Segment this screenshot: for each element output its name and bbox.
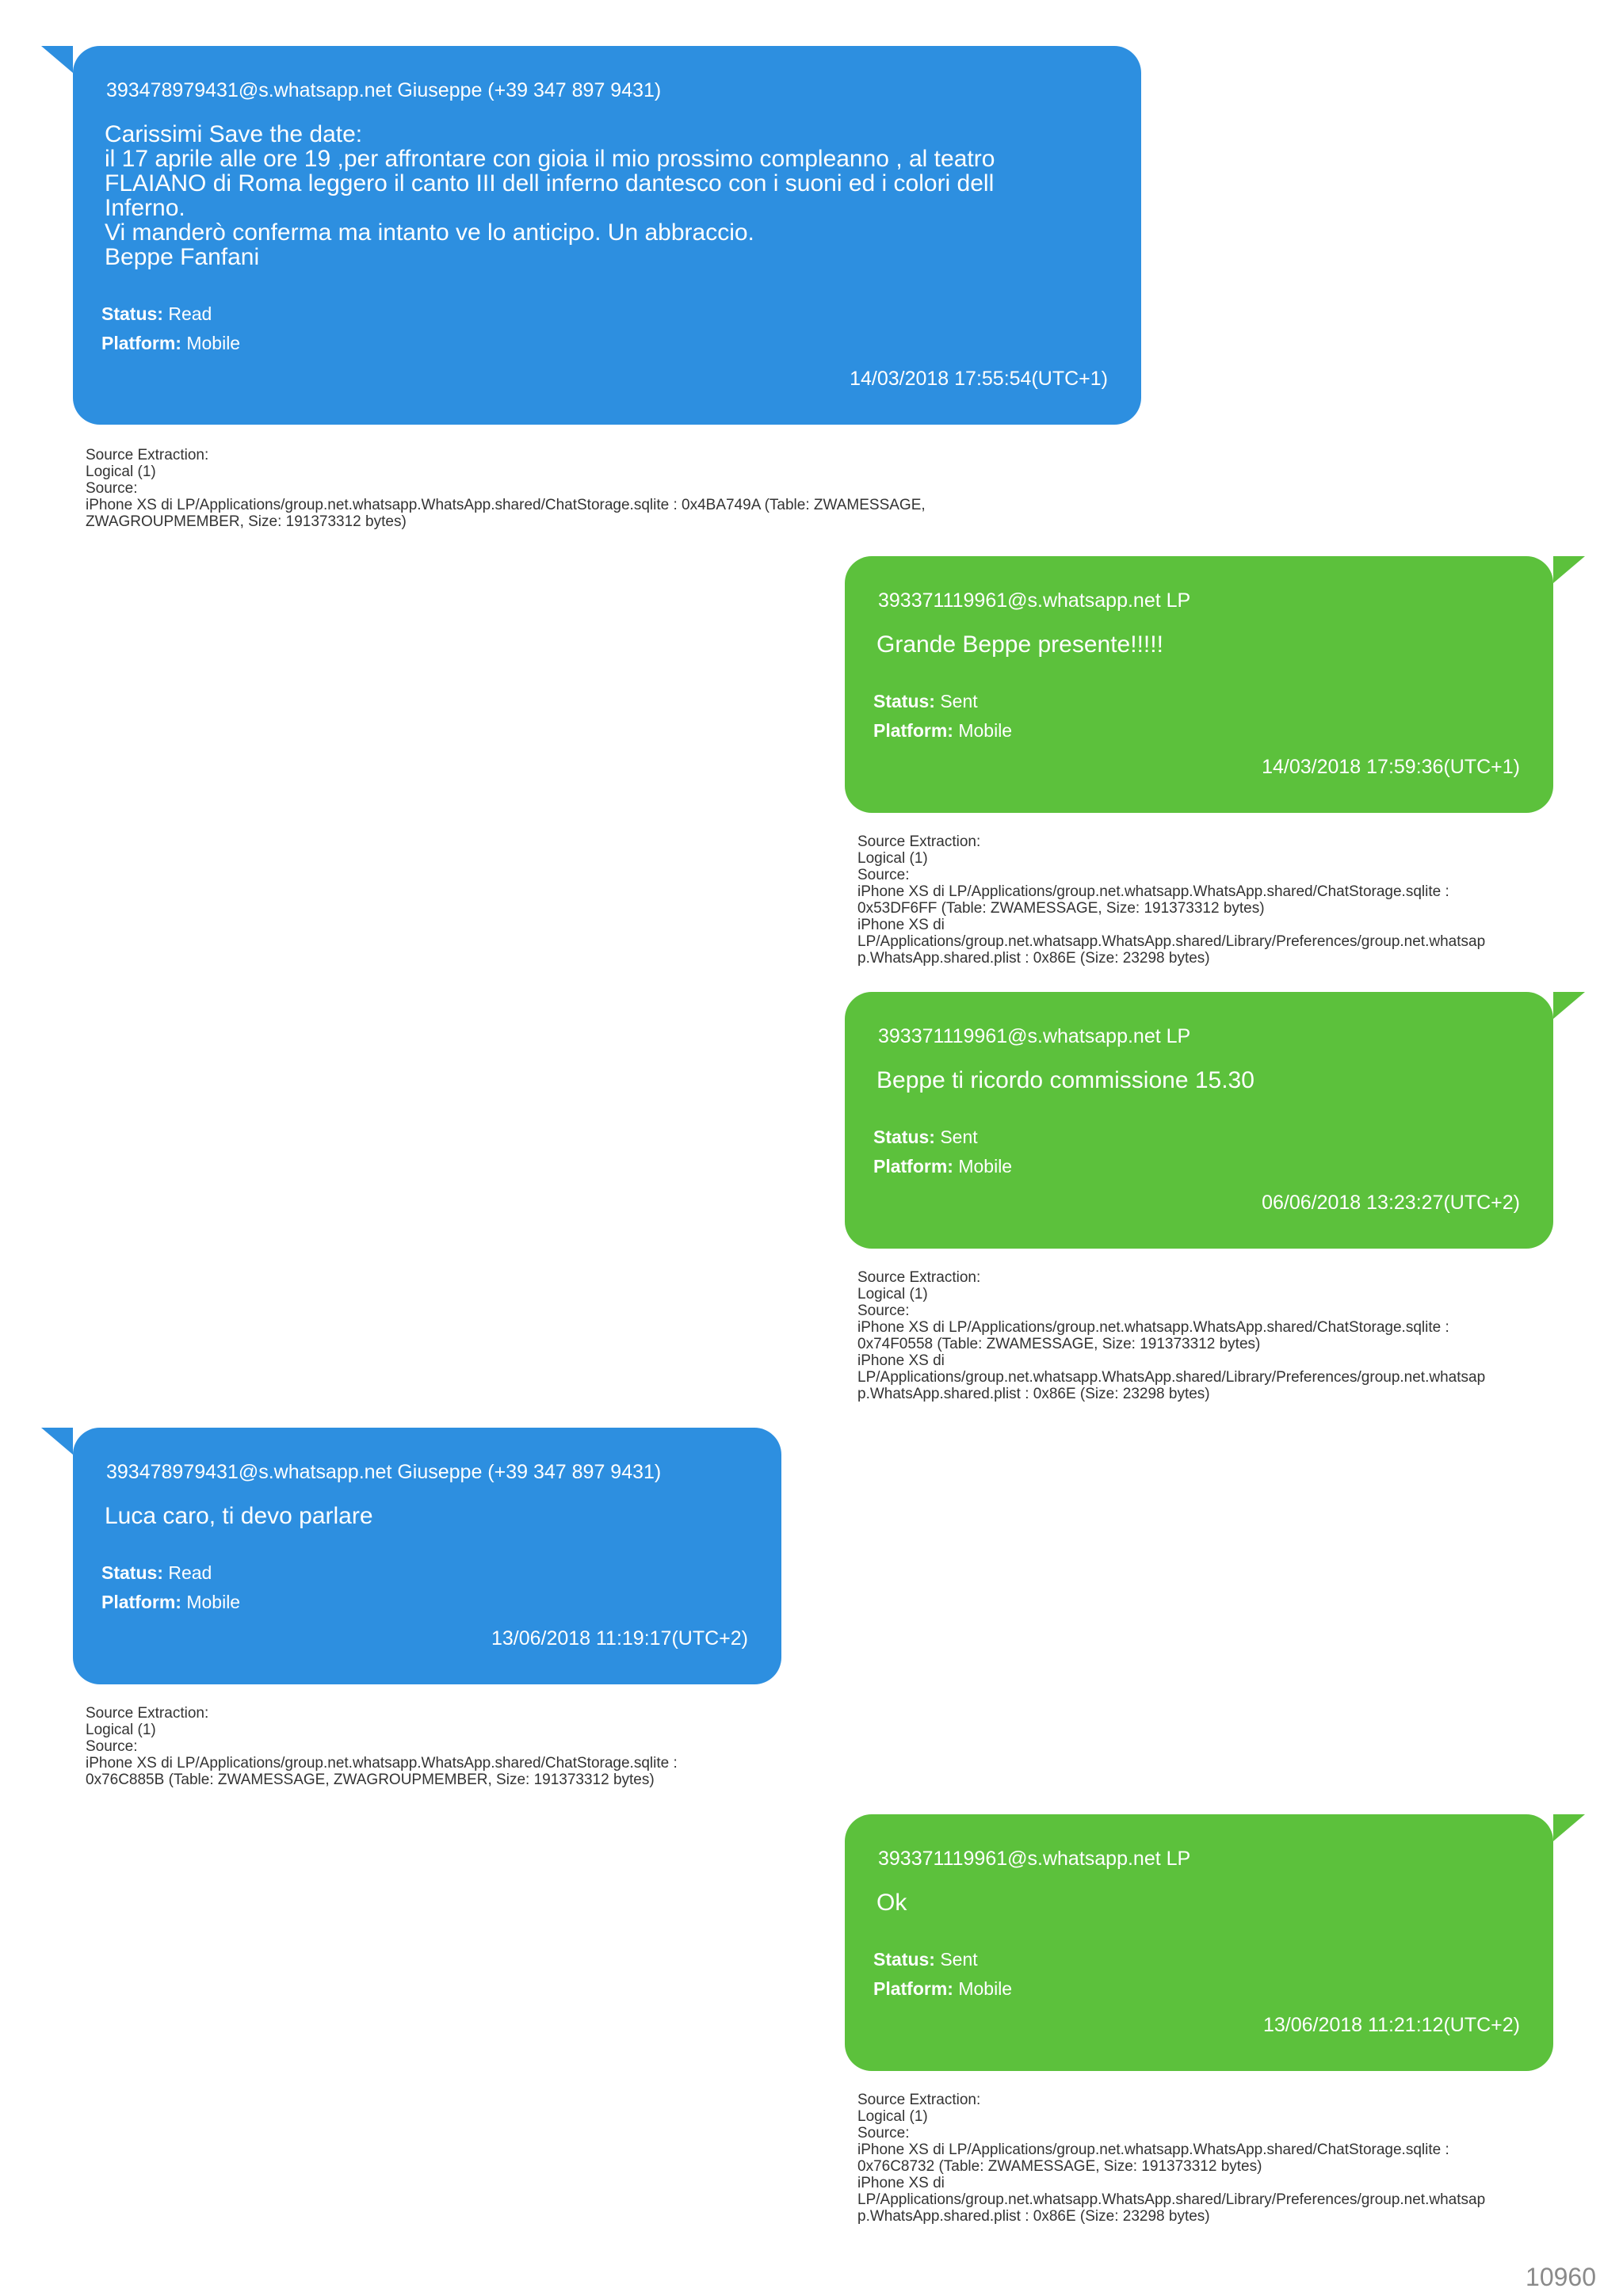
status-value: Read — [168, 1562, 212, 1583]
page-number: 10960 — [1526, 2263, 1596, 2291]
message-platform: Platform: Mobile — [873, 1978, 1012, 2000]
message-text: Carissimi Save the date: il 17 aprile al… — [105, 121, 995, 270]
message-sender: 393371119961@s.whatsapp.net LP — [878, 589, 1191, 612]
message-timestamp: 13/06/2018 11:19:17(UTC+2) — [491, 1627, 748, 1650]
message-timestamp: 14/03/2018 17:59:36(UTC+1) — [1262, 756, 1520, 778]
message-sender: 393478979431@s.whatsapp.net Giuseppe (+3… — [106, 1461, 662, 1483]
message-timestamp: 13/06/2018 11:21:12(UTC+2) — [1262, 2014, 1520, 2036]
status-label: Status: — [873, 1949, 935, 1970]
bubble-tail — [41, 46, 73, 73]
message-3: 393371119961@s.whatsapp.net LP Beppe ti … — [845, 992, 1585, 1402]
platform-label: Platform: — [101, 333, 181, 353]
status-label: Status: — [873, 691, 935, 711]
message-sender: 393478979431@s.whatsapp.net Giuseppe (+3… — [106, 79, 662, 101]
status-label: Status: — [101, 303, 163, 324]
platform-label: Platform: — [873, 1978, 953, 1999]
message-status: Status: Sent — [873, 1127, 978, 1148]
platform-value: Mobile — [186, 1592, 241, 1612]
source-extraction: Source Extraction: Logical (1) Source: i… — [857, 2092, 1486, 2225]
source-extraction: Source Extraction: Logical (1) Source: i… — [857, 833, 1486, 967]
message-status: Status: Sent — [873, 1949, 978, 1970]
message-platform: Platform: Mobile — [101, 1592, 240, 1613]
bubble-tail — [1553, 1814, 1585, 1841]
message-4: 393478979431@s.whatsapp.net Giuseppe (+3… — [41, 1428, 781, 1788]
status-value: Sent — [940, 691, 978, 711]
status-label: Status: — [873, 1127, 935, 1147]
message-1: 393478979431@s.whatsapp.net Giuseppe (+3… — [41, 46, 1141, 530]
source-extraction: Source Extraction: Logical (1) Source: i… — [857, 1269, 1486, 1402]
message-text: Beppe ti ricordo commissione 15.30 — [876, 1067, 1254, 1093]
message-status: Status: Read — [101, 303, 212, 325]
message-timestamp: 14/03/2018 17:55:54(UTC+1) — [850, 368, 1108, 390]
message-status: Status: Read — [101, 1562, 212, 1584]
message-5: 393371119961@s.whatsapp.net LP Ok Status… — [845, 1814, 1585, 2225]
platform-label: Platform: — [873, 720, 953, 741]
platform-value: Mobile — [958, 1978, 1013, 1999]
platform-value: Mobile — [958, 1156, 1013, 1177]
message-text: Luca caro, ti devo parlare — [105, 1503, 373, 1529]
bubble-tail — [1553, 556, 1585, 583]
message-text: Ok — [876, 1890, 907, 1916]
status-value: Sent — [940, 1949, 978, 1970]
message-bubble-incoming[interactable]: 393478979431@s.whatsapp.net Giuseppe (+3… — [41, 46, 1141, 425]
bubble-tail — [41, 1428, 73, 1455]
message-2: 393371119961@s.whatsapp.net LP Grande Be… — [845, 556, 1585, 967]
message-timestamp: 06/06/2018 13:23:27(UTC+2) — [1262, 1192, 1520, 1214]
platform-label: Platform: — [101, 1592, 181, 1612]
message-bubble-incoming[interactable]: 393478979431@s.whatsapp.net Giuseppe (+3… — [41, 1428, 781, 1684]
message-bubble-outgoing[interactable]: 393371119961@s.whatsapp.net LP Beppe ti … — [845, 992, 1585, 1249]
message-bubble-outgoing[interactable]: 393371119961@s.whatsapp.net LP Grande Be… — [845, 556, 1585, 813]
message-platform: Platform: Mobile — [101, 333, 240, 354]
message-sender: 393371119961@s.whatsapp.net LP — [878, 1848, 1191, 1870]
platform-value: Mobile — [186, 333, 241, 353]
platform-label: Platform: — [873, 1156, 953, 1177]
message-status: Status: Sent — [873, 691, 978, 712]
source-extraction: Source Extraction: Logical (1) Source: i… — [86, 447, 926, 530]
status-value: Read — [168, 303, 212, 324]
message-sender: 393371119961@s.whatsapp.net LP — [878, 1025, 1191, 1047]
platform-value: Mobile — [958, 720, 1013, 741]
message-bubble-outgoing[interactable]: 393371119961@s.whatsapp.net LP Ok Status… — [845, 1814, 1585, 2071]
bubble-tail — [1553, 992, 1585, 1019]
message-text: Grande Beppe presente!!!!! — [876, 631, 1163, 658]
source-extraction: Source Extraction: Logical (1) Source: i… — [86, 1705, 678, 1788]
message-platform: Platform: Mobile — [873, 720, 1012, 742]
status-value: Sent — [940, 1127, 978, 1147]
message-platform: Platform: Mobile — [873, 1156, 1012, 1177]
status-label: Status: — [101, 1562, 163, 1583]
